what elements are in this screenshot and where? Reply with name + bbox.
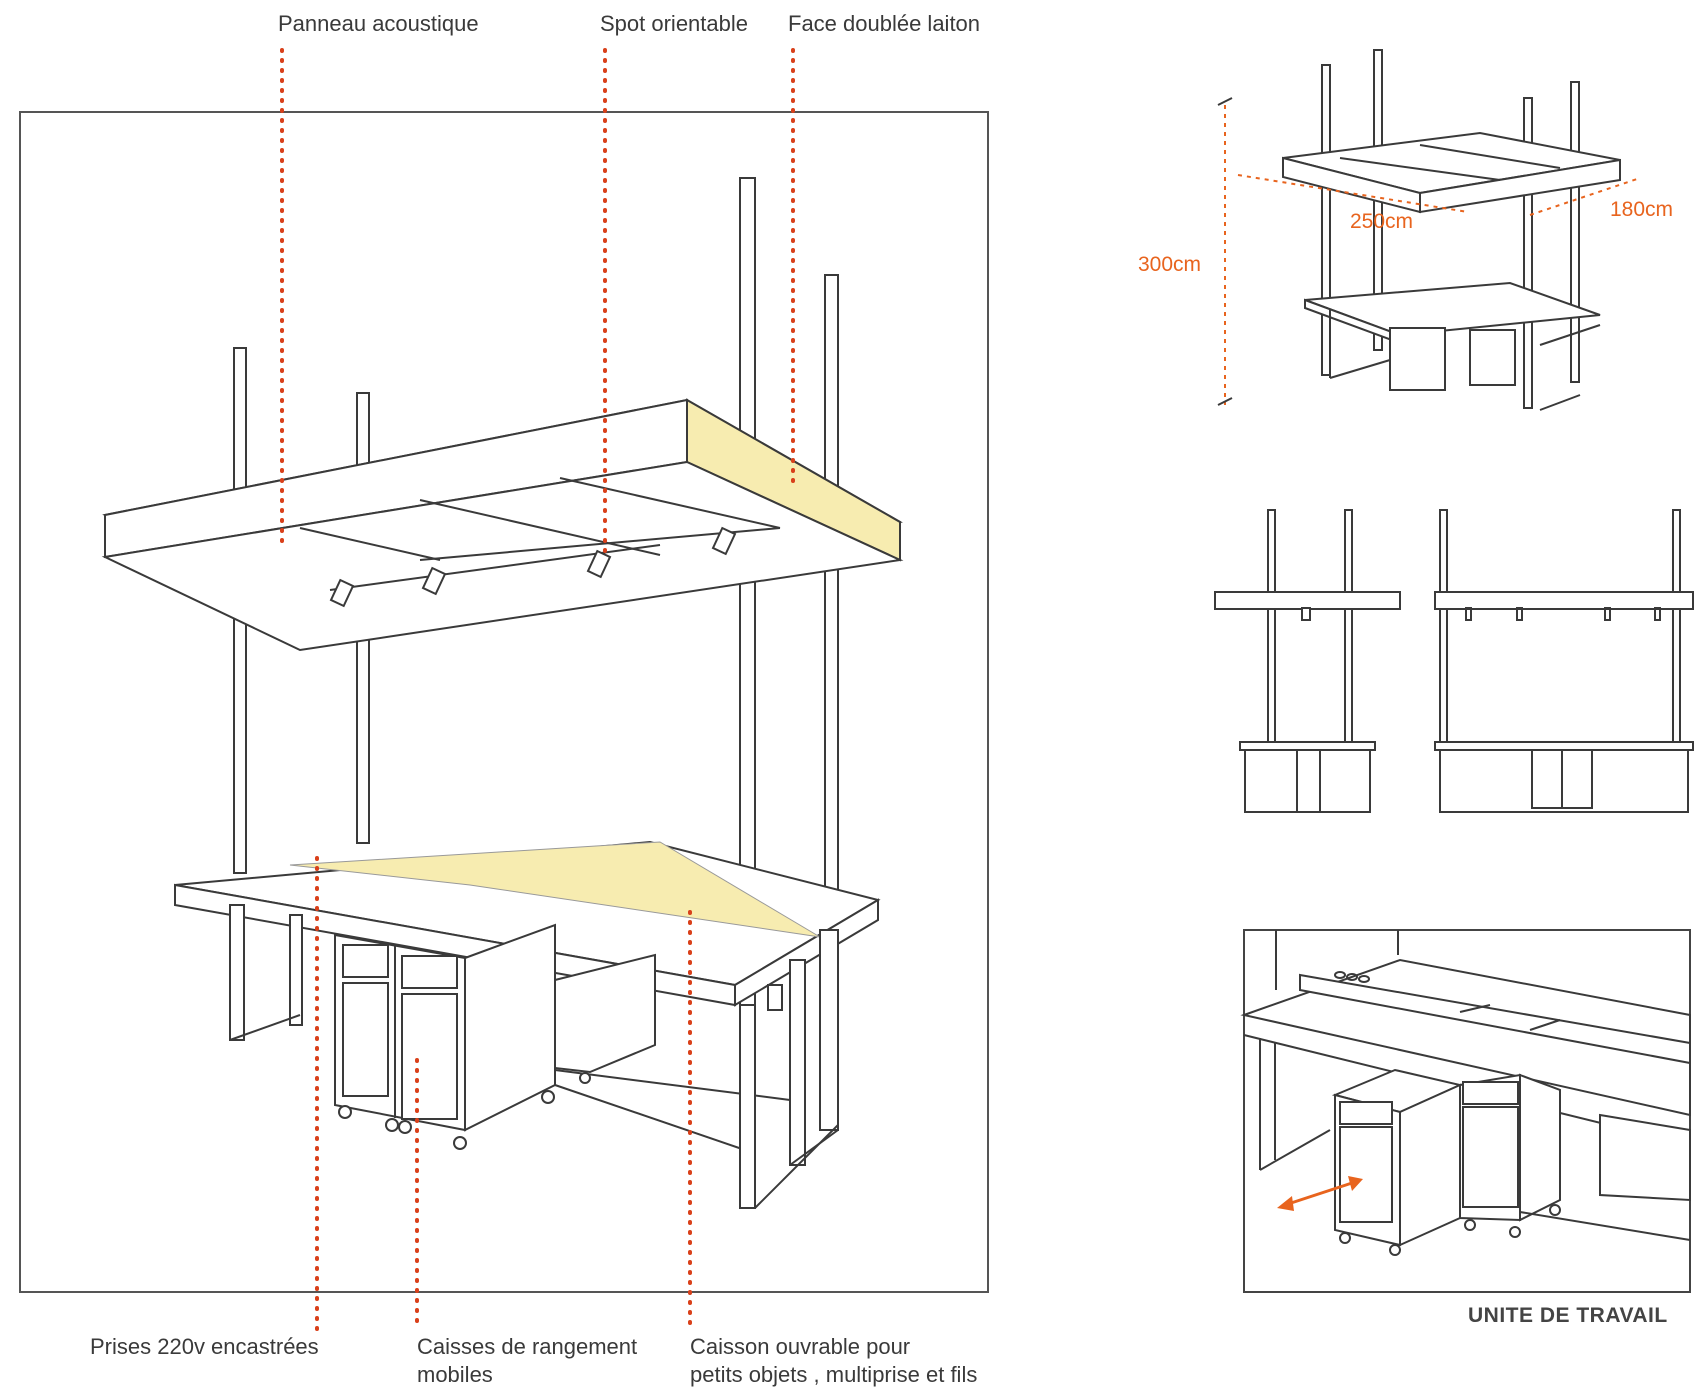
dimension-lines [1224,105,1641,405]
leader-lines [280,48,795,1332]
label-acoustic-panel: Panneau acoustique [278,11,479,36]
label-openable-box-line2: petits objets , multiprise et fils [690,1362,978,1387]
label-caissons: Caisses de rangement [417,1334,638,1359]
diagram-title: UNITE DE TRAVAIL [1468,1304,1668,1327]
detail-view [1240,929,1691,1293]
label-adjustable-spot: Spot orientable [600,11,748,36]
side-elevation [1214,509,1401,813]
post [824,274,839,966]
dimension-depth: 180cm [1610,198,1674,221]
caster-wheel[interactable] [1339,1204,1561,1256]
front-elevation [1434,509,1694,813]
dimension-height: 300cm [1138,253,1202,276]
dimension-length: 250cm [1350,210,1414,233]
label-caissons-line2: mobiles [417,1362,493,1387]
desk-frame [229,904,839,1209]
detail-outlet [1334,971,1370,983]
acoustic-ceiling-panel [101,398,904,652]
main-view-frame [19,111,989,1293]
move-arrow-icon [1277,1176,1363,1211]
caster-wheel[interactable] [338,1072,591,1150]
mobile-storage-caisson [334,923,656,1132]
adjustable-spot [329,526,737,608]
label-openable-box: Caisson ouvrable pour [690,1334,911,1359]
mobile-storage-caisson [1331,1068,1691,1247]
openable-box [767,984,783,1011]
label-outlets: Prises 220v encastrées [90,1334,319,1359]
label-brass-face: Face doublée laiton [788,11,981,36]
iso-view [1282,49,1621,411]
main-view [19,111,989,1293]
